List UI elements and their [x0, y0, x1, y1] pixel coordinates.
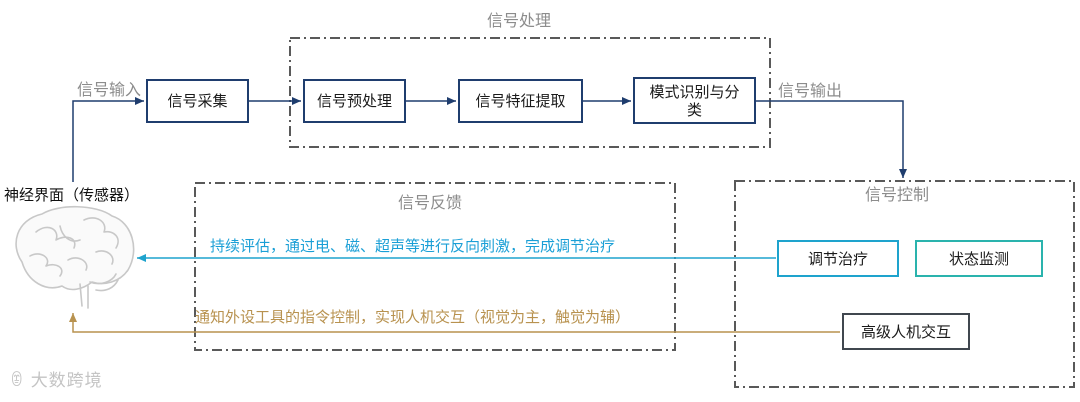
interaction-feedback-arrow	[69, 313, 840, 333]
node-signal-preprocess: 信号预处理	[303, 79, 406, 123]
signal-input-arrow	[72, 97, 144, 182]
watermark-text: 大数跨境	[30, 371, 103, 391]
brain-icon	[15, 205, 135, 309]
node-regulation-therapy-label: 调节治疗	[807, 249, 868, 268]
node-advanced-interaction-label: 高级人机交互	[860, 322, 951, 341]
signal-output-arrow	[756, 100, 907, 178]
therapy-feedback-text: 持续评估，通过电、磁、超声等进行反向刺激，完成调节治疗	[210, 237, 616, 255]
node-state-monitoring-label: 状态监测	[948, 249, 1009, 268]
processing-region-title: 信号处理	[487, 11, 552, 30]
node-feature-extraction: 信号特征提取	[458, 79, 583, 123]
feedback-region	[194, 182, 676, 351]
node-signal-acquisition-label: 信号采集	[167, 92, 228, 110]
control-region	[734, 180, 1075, 388]
node-advanced-interaction: 高级人机交互	[842, 313, 970, 350]
processing-region	[289, 37, 771, 148]
node-regulation-therapy: 调节治疗	[777, 240, 899, 277]
signal-output-label: 信号输出	[778, 81, 843, 100]
node-pattern-recognition-label: 模式识别与分类	[649, 82, 740, 119]
control-region-title: 信号控制	[865, 185, 930, 204]
watermark-logo: ꂮ 大数跨境	[10, 373, 103, 390]
node-pattern-recognition: 模式识别与分类	[633, 77, 756, 124]
watermark-icon: ꂮ	[10, 371, 25, 391]
signal-input-label: 信号输入	[77, 80, 142, 99]
node-signal-preprocess-label: 信号预处理	[316, 92, 392, 110]
node-state-monitoring: 状态监测	[915, 240, 1043, 277]
node-feature-extraction-label: 信号特征提取	[475, 92, 566, 110]
node-signal-acquisition: 信号采集	[146, 79, 249, 123]
feedback-region-title: 信号反馈	[398, 193, 463, 212]
interaction-feedback-text: 通知外设工具的指令控制，实现人机交互（视觉为主，触觉为辅）	[195, 308, 631, 326]
sensor-label: 神经界面（传感器）	[4, 186, 140, 204]
